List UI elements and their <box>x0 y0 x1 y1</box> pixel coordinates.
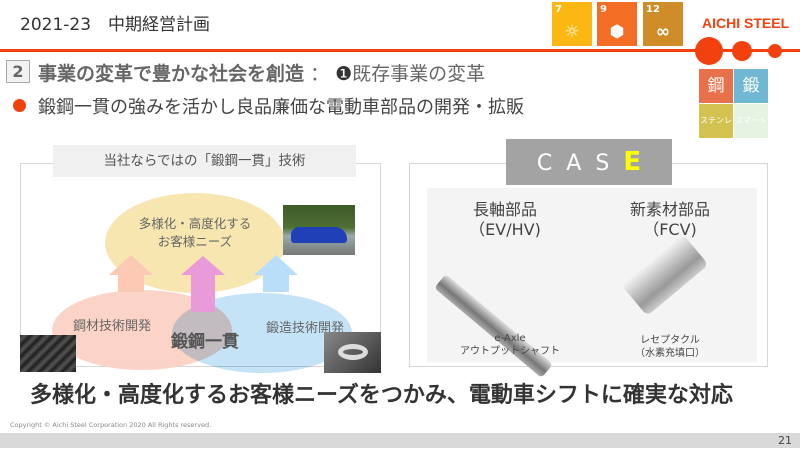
needs-text: 多様化・高度化するお客様ニーズ <box>115 215 275 251</box>
needs-line: お客様ニーズ <box>157 234 233 249</box>
case-highlight: E <box>623 147 642 177</box>
product-title: 新素材部品（FCV) <box>605 200 735 240</box>
heading-sub: 既存事業の変革 <box>352 63 486 85</box>
decor-dot <box>768 44 782 58</box>
title-line: （EV/HV) <box>469 220 541 239</box>
case-label: CASE <box>506 139 672 185</box>
page-number: 21 <box>778 434 792 447</box>
conclusion-text: 多様化・高度化するお客様ニーズをつかみ、電動車シフトに確実な対応 <box>30 383 733 408</box>
sdg-7-badge: 7☼ <box>552 2 592 46</box>
cubes-icon: ⬢ <box>609 22 625 42</box>
tile-tan: 鍛 <box>734 69 768 103</box>
company-logo: AICHI STEEL <box>702 15 790 31</box>
footer-bar <box>0 433 800 448</box>
bullet-text: 鍛鋼一貫の強みを活かし良品廉価な電動車部品の開発・拡販 <box>38 97 524 118</box>
sdg-number: 7 <box>555 4 562 15</box>
caption-line: アウトプットシャフト <box>460 346 560 357</box>
sdg-number: 12 <box>646 4 660 15</box>
sun-power-icon: ☼ <box>564 22 580 42</box>
heading-marker: ❶ <box>335 63 353 85</box>
tile-kou: 鋼 <box>699 69 733 103</box>
heading-separator: ： <box>310 63 330 85</box>
header-rule <box>0 49 800 52</box>
product-caption: レセプタクル （水素充填口） <box>615 334 725 360</box>
caption-line: e-Axle <box>494 333 526 344</box>
section-heading: 事業の変革で豊かな社会を創造 ： ❶既存事業の変革 <box>38 59 485 86</box>
caption-line: （水素充填口） <box>635 348 705 359</box>
tile-stainless: ステンレス <box>699 104 733 159</box>
heading-main: 事業の変革で豊かな社会を創造 <box>38 63 305 85</box>
product-caption: e-Axle アウトプットシャフト <box>455 332 565 358</box>
copyright: Copyright © Aichi Steel Corporation 2020… <box>10 421 212 429</box>
products-panel <box>427 188 757 362</box>
caption-line: レセプタクル <box>640 335 700 346</box>
decor-dot <box>732 41 752 61</box>
case-letters: CAS <box>536 151 624 176</box>
bullet-dot <box>13 99 26 112</box>
steel-bars-photo <box>20 335 76 372</box>
integrated-text: 鍛鋼一貫 <box>171 332 239 352</box>
arrow-up-integrated <box>181 256 225 312</box>
title-line: 長軸部品 <box>472 200 537 219</box>
title-line: 新素材部品 <box>629 200 710 219</box>
product-title: 長軸部品（EV/HV) <box>440 200 570 240</box>
steel-tech-text: 鋼材技術開発 <box>72 319 151 334</box>
car-photo <box>283 205 355 255</box>
decor-dot <box>695 37 723 65</box>
arrows-svg <box>109 255 298 312</box>
slide-title: 2021-23 中期経営計画 <box>20 15 211 35</box>
title-line: （FCV) <box>643 220 697 239</box>
left-panel-label: 当社ならではの「鍛鋼一貫」技術 <box>53 145 356 177</box>
needs-line: 多様化・高度化する <box>138 216 252 231</box>
sdg-number: 9 <box>600 4 607 15</box>
forged-ring-photo <box>324 332 381 373</box>
sdg-9-badge: 9⬢ <box>597 2 637 46</box>
infinity-icon: ∞ <box>655 22 671 42</box>
section-number: 2 <box>6 60 30 83</box>
tile-smart: スマート <box>734 104 768 138</box>
arrow-up-forging <box>254 255 298 292</box>
arrow-up-steel <box>109 255 153 292</box>
sdg-12-badge: 12 ∞ <box>643 2 683 46</box>
